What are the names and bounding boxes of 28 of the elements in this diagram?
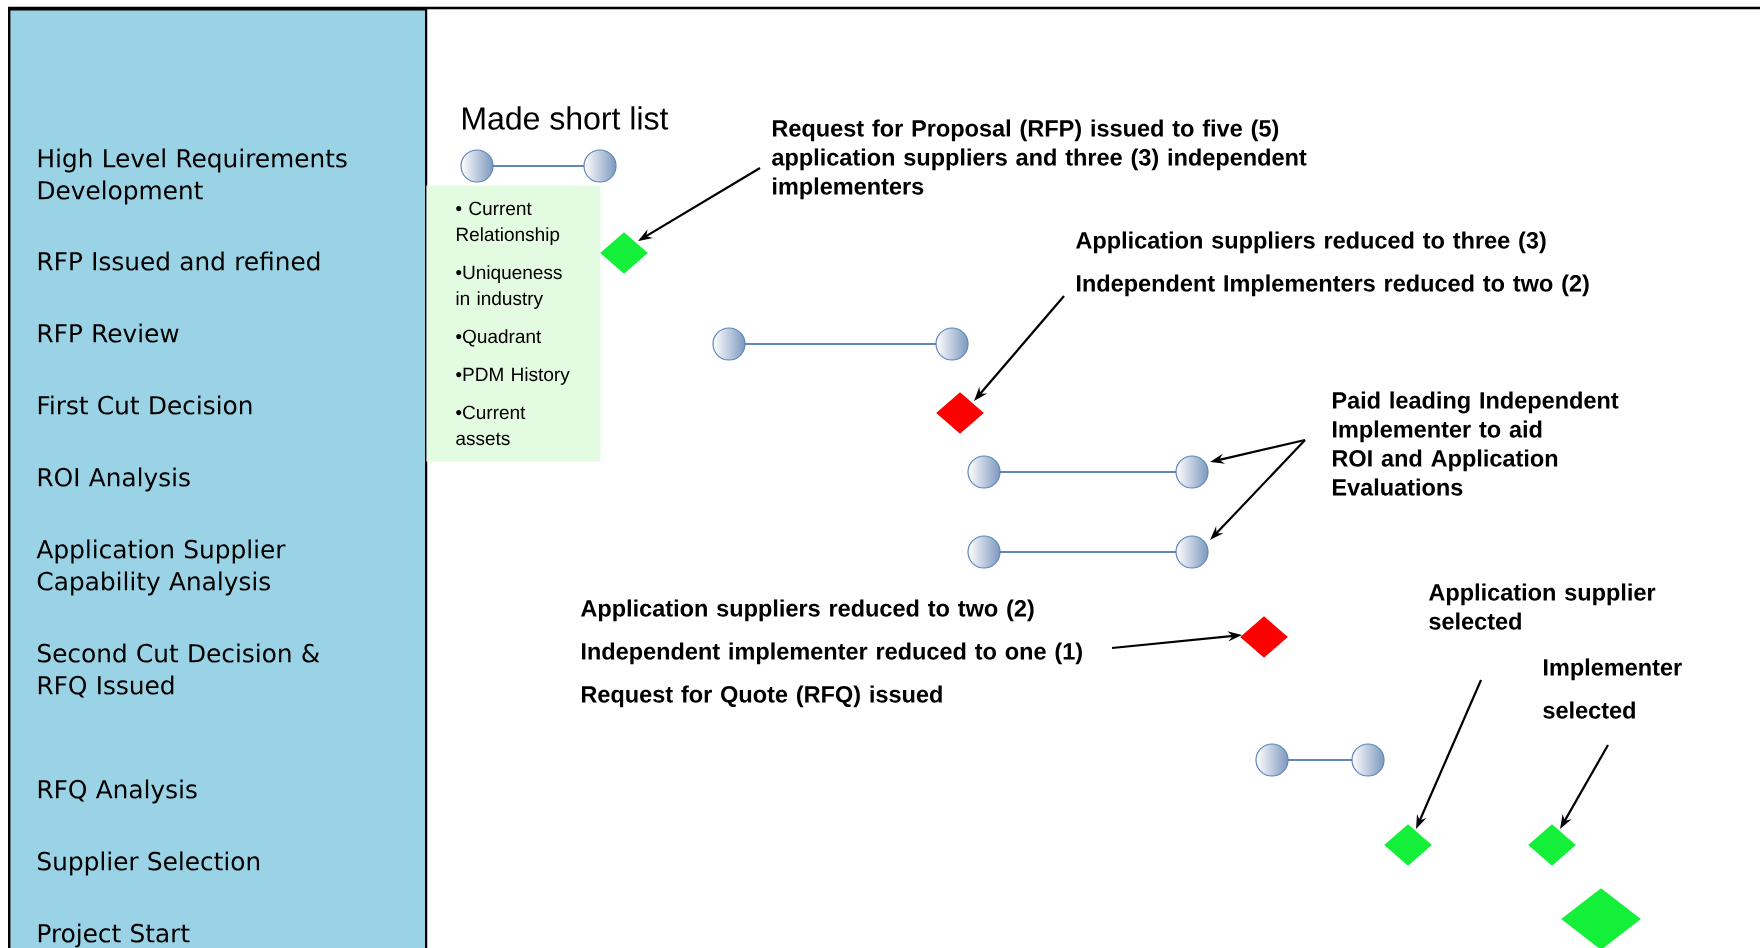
callout-text: Application supplier selected	[1429, 583, 1656, 630]
milestone-diamond	[1384, 824, 1432, 866]
milestone-diamond	[936, 392, 984, 434]
callout-text: Paid leading Independent Implementer to aid ROI and Application Evaluations	[1333, 391, 1619, 496]
task-label: Supplier Selection	[38, 851, 260, 876]
task-label: High Level Requirements Development	[38, 148, 347, 205]
milestone-diamond	[1528, 824, 1576, 866]
milestone-diamond	[600, 232, 648, 274]
callout-text: Application suppliers reduced to three (3) Independent Implementers reduced to two (2)	[1076, 231, 1589, 297]
bar-caption: Made short list	[463, 106, 669, 130]
task-bar	[967, 455, 1209, 489]
task-bar	[1255, 743, 1385, 777]
task-label: Project Start	[38, 923, 190, 948]
task-label: First Cut Decision	[38, 395, 252, 415]
task-label: Application Supplier Capability Analysis	[36, 539, 286, 596]
task-label: RFP Review	[38, 323, 179, 343]
criteria-list-box: • Current Relationship •Uniqueness in industry •Quadrant •PDM History •Current assets	[426, 185, 601, 462]
task-label: ROI Analysis	[38, 467, 190, 492]
task-bar	[712, 327, 969, 361]
milestone-diamond	[1240, 616, 1288, 658]
callout-text: Application suppliers reduced to two (2) Independent implementer reduced to one (1) Request for Quote (RFQ) issued	[581, 599, 1082, 708]
milestone-diamond	[1561, 888, 1641, 948]
task-label: RFQ Analysis	[38, 779, 197, 804]
callout-text: Implementer selected	[1543, 658, 1682, 719]
task-label: RFP Issued and refined	[38, 251, 320, 271]
task-label: Second Cut Decision & RFQ Issued	[38, 643, 320, 698]
task-bar	[967, 535, 1209, 569]
callout-text: Request for Proposal (RFP) issued to five (5) application suppliers and three (3) independent implementers	[772, 119, 1307, 200]
